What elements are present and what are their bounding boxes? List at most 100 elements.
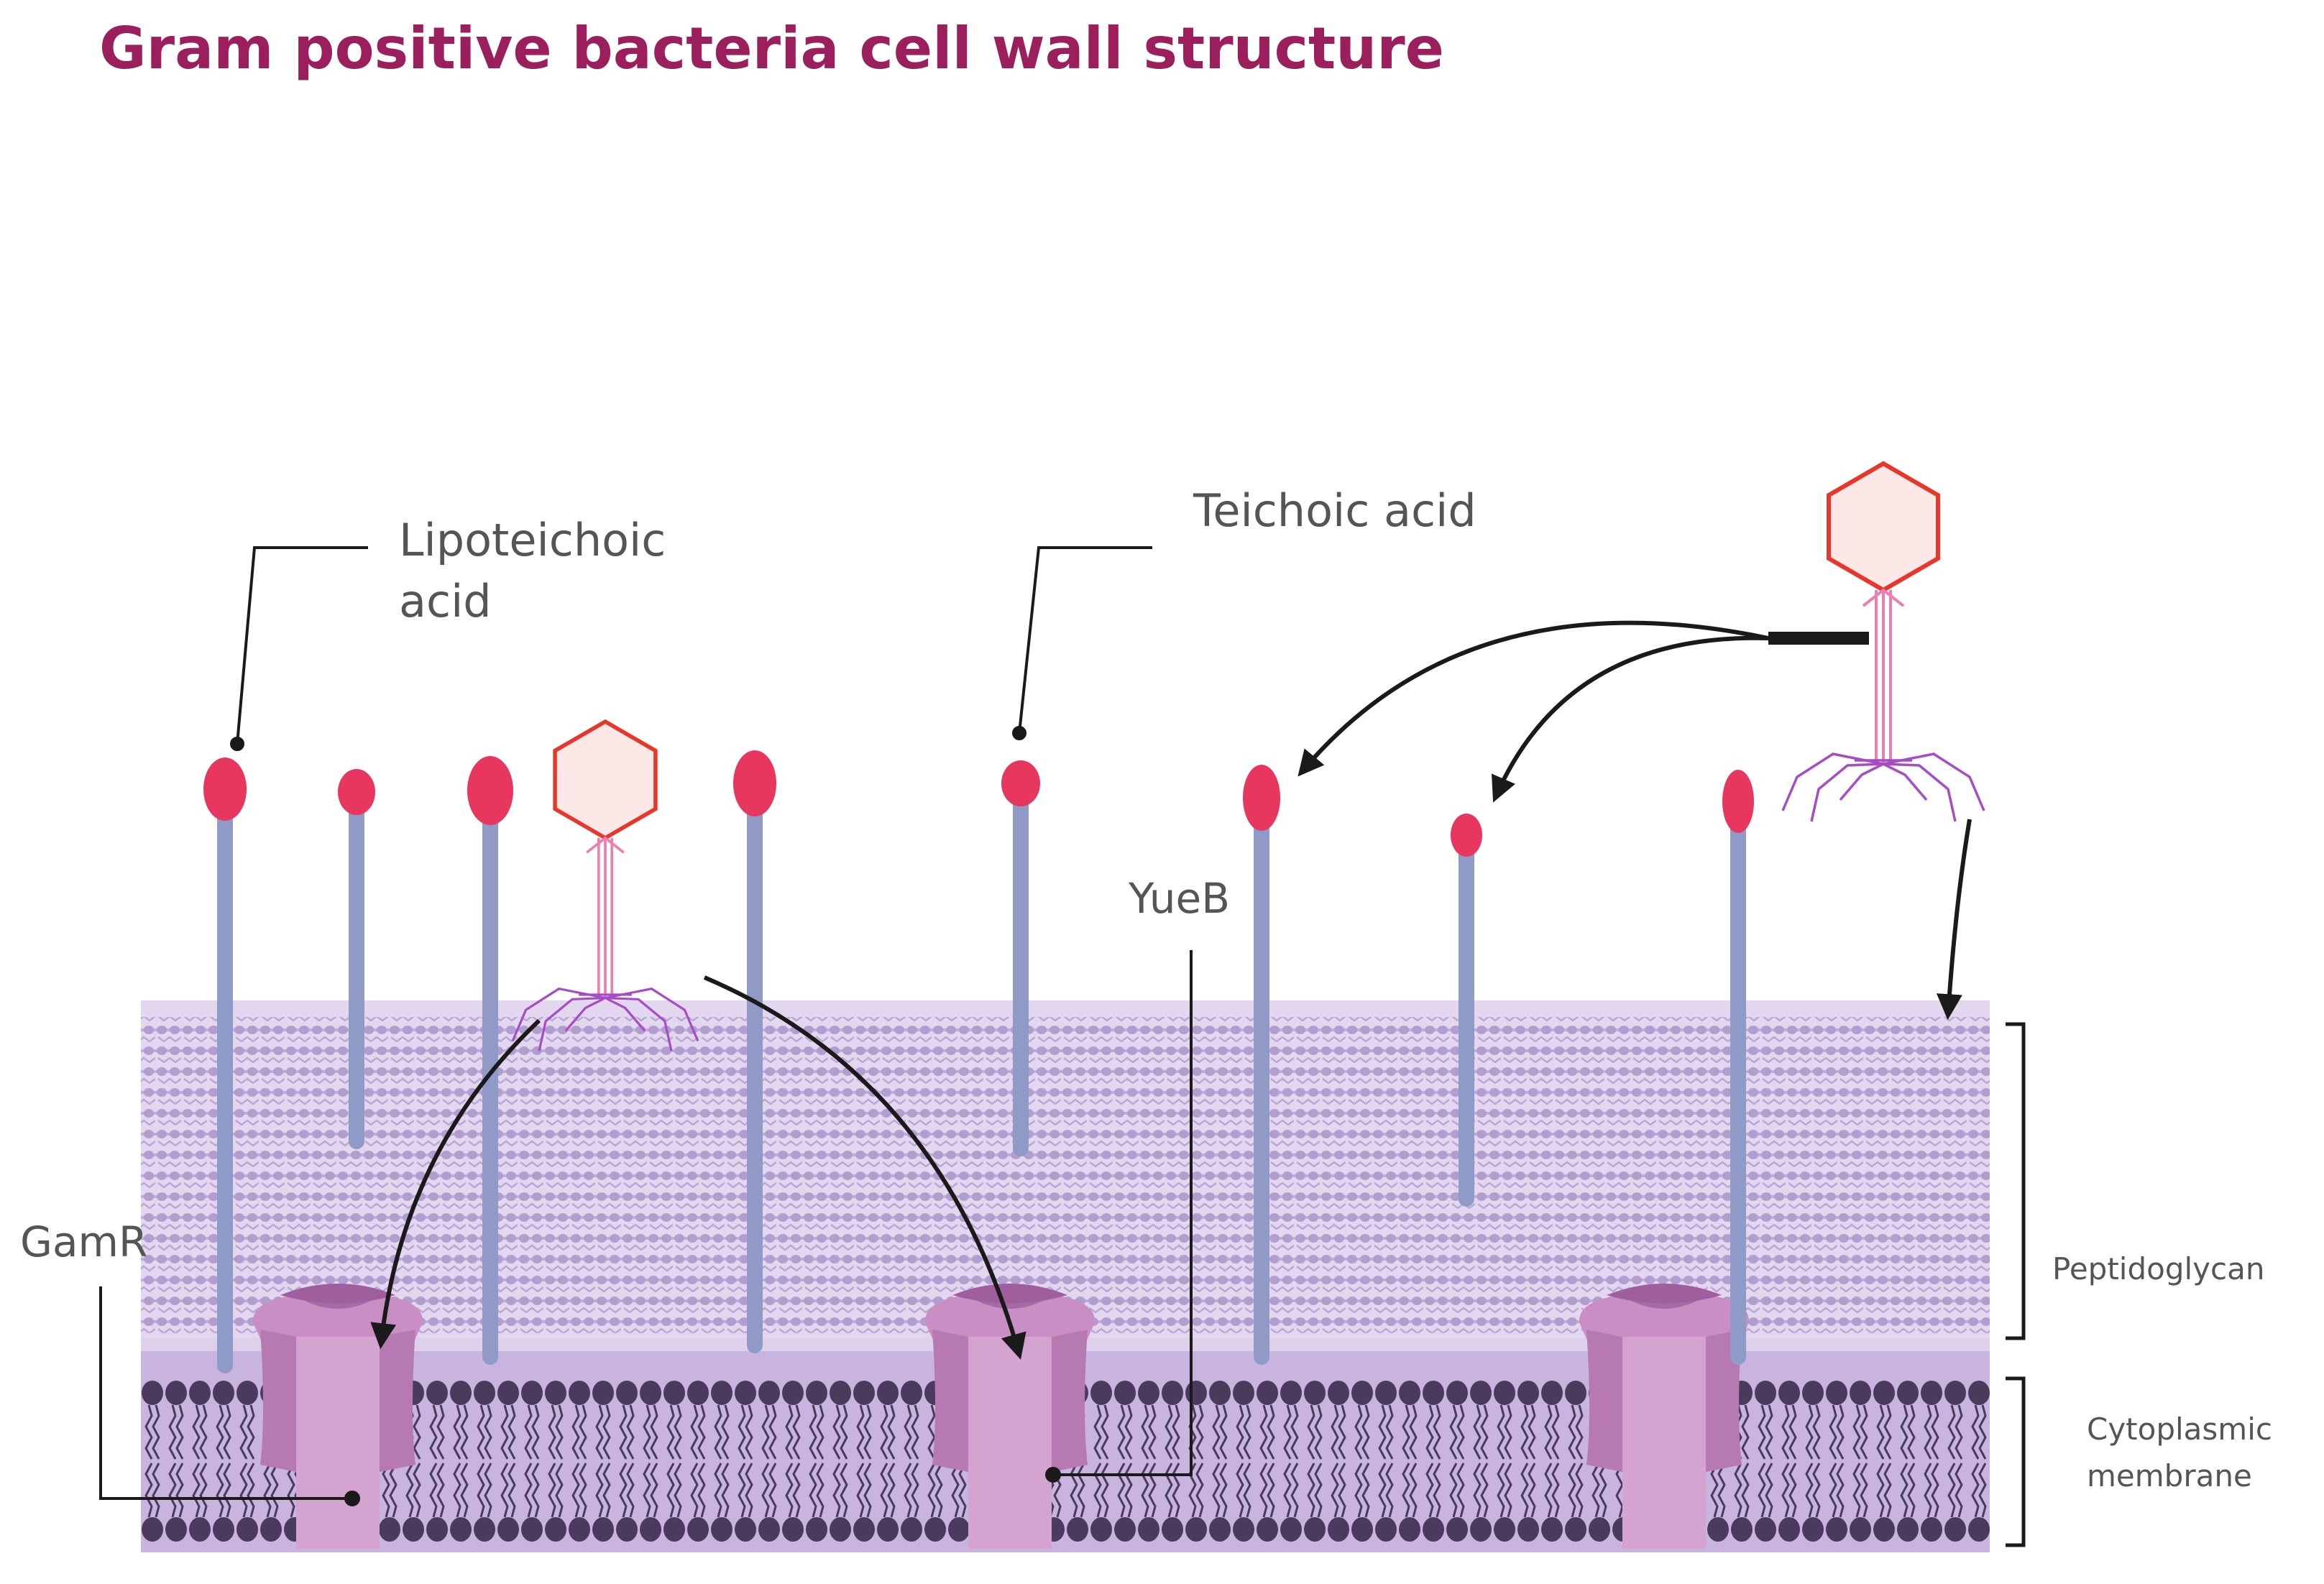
lipid-tail — [1829, 1463, 1837, 1518]
lipid-tail — [1781, 1404, 1790, 1460]
lipid-tail — [168, 1463, 177, 1518]
lipid-tail — [650, 1404, 658, 1460]
lipid-tail — [1307, 1404, 1315, 1460]
lipid-head — [830, 1381, 851, 1405]
lipid-head — [1826, 1381, 1847, 1405]
lipid-head — [1375, 1381, 1397, 1405]
lipid-head — [1470, 1381, 1492, 1405]
lipid-tail — [761, 1404, 770, 1460]
lipid-tail — [1812, 1463, 1821, 1518]
lipid-tail — [887, 1404, 896, 1460]
lipid-tail — [809, 1404, 817, 1460]
lipid-tail — [477, 1404, 485, 1460]
lipid-tail — [460, 1463, 469, 1518]
lipid-tail — [1978, 1463, 1987, 1518]
lipid-tail — [1117, 1463, 1126, 1518]
lipid-tail — [1165, 1463, 1173, 1518]
teichoic-acid-heads — [203, 750, 1754, 857]
lipid-head — [1162, 1517, 1183, 1542]
lipid-head — [1257, 1381, 1278, 1405]
lipid-tail — [1449, 1463, 1458, 1518]
lipid-tail — [832, 1463, 841, 1518]
lipid-head — [1850, 1381, 1871, 1405]
lipid-tail — [1860, 1463, 1868, 1518]
lipid-tail — [270, 1463, 279, 1518]
lipid-head — [1731, 1517, 1753, 1542]
lipid-tail — [239, 1404, 248, 1460]
lipid-tail — [1172, 1463, 1180, 1518]
lipid-head — [1802, 1381, 1824, 1405]
lipid-tail — [1520, 1404, 1529, 1460]
lipid-tail — [247, 1404, 255, 1460]
lipid-tail — [1473, 1404, 1482, 1460]
lipid-tail — [1876, 1463, 1885, 1518]
lipid-tail — [223, 1404, 231, 1460]
lipid-tail — [152, 1404, 160, 1460]
lipid-head — [782, 1517, 804, 1542]
lipid-head — [1921, 1517, 1942, 1542]
lipid-tail — [1900, 1404, 1909, 1460]
lipid-head — [877, 1517, 899, 1542]
lipid-tail — [666, 1404, 675, 1460]
lipid-tail — [1900, 1463, 1909, 1518]
lipid-tail — [1473, 1463, 1482, 1518]
lipid-head — [1897, 1517, 1919, 1542]
lipid-tail — [1551, 1404, 1560, 1460]
lipid-head — [1873, 1381, 1895, 1405]
lipid-tail — [1717, 1463, 1726, 1518]
lipid-head — [901, 1381, 922, 1405]
label-lipoteichoic-acid-line2: acid — [399, 575, 492, 627]
lipid-head — [758, 1517, 780, 1542]
lipid-head — [497, 1517, 519, 1542]
lipid-head — [142, 1381, 163, 1405]
lipid-tail — [1124, 1463, 1133, 1518]
lipid-tail — [1575, 1404, 1584, 1460]
lipid-tail — [1504, 1463, 1512, 1518]
label-teichoic-acid: Teichoic acid — [1193, 484, 1476, 537]
lipid-tail — [768, 1404, 777, 1460]
lipid-head — [497, 1381, 519, 1405]
lipid-head — [1090, 1517, 1112, 1542]
lipid-head — [1090, 1381, 1112, 1405]
lipid-tail — [1314, 1404, 1323, 1460]
lipid-head — [1138, 1517, 1159, 1542]
lipid-tail — [1433, 1463, 1441, 1518]
lipid-head — [1399, 1517, 1420, 1542]
lipid-tail — [911, 1404, 919, 1460]
lipid-tail — [1070, 1463, 1078, 1518]
lipid-head — [616, 1517, 638, 1542]
lipid-tail — [1497, 1404, 1505, 1460]
lipid-head — [1209, 1381, 1231, 1405]
lipid-tail — [1195, 1463, 1204, 1518]
lipid-tail — [1338, 1404, 1346, 1460]
lipid-head — [1755, 1517, 1776, 1542]
lipid-tail — [460, 1404, 469, 1460]
lipid-tail — [595, 1404, 604, 1460]
lipid-tail — [1568, 1404, 1576, 1460]
lipid-head — [1399, 1381, 1420, 1405]
lipid-tail — [643, 1463, 651, 1518]
lipid-tail — [500, 1463, 509, 1518]
lipid-tail — [1117, 1404, 1126, 1460]
lipid-head — [901, 1517, 922, 1542]
lipid-tail — [144, 1463, 153, 1518]
lipid-head — [830, 1517, 851, 1542]
lipid-tail — [1955, 1404, 1963, 1460]
lipid-tail — [1971, 1463, 1980, 1518]
lipid-tail — [1528, 1463, 1536, 1518]
lipid-tail — [1290, 1463, 1299, 1518]
lipid-tail — [1765, 1404, 1773, 1460]
lipid-tail — [571, 1404, 580, 1460]
lipid-head — [426, 1517, 448, 1542]
lipid-head — [1589, 1517, 1610, 1542]
lipid-tail — [239, 1463, 248, 1518]
lipid-tail — [1148, 1463, 1157, 1518]
label-leaders — [99, 546, 1193, 1506]
lipid-tail — [263, 1463, 272, 1518]
lipid-tail — [1402, 1463, 1410, 1518]
region-brackets — [2006, 1022, 2026, 1547]
lipid-tail — [1592, 1463, 1600, 1518]
lipid-head — [1351, 1517, 1373, 1542]
lipid-tail — [1978, 1404, 1987, 1460]
lipid-tail — [216, 1463, 224, 1518]
